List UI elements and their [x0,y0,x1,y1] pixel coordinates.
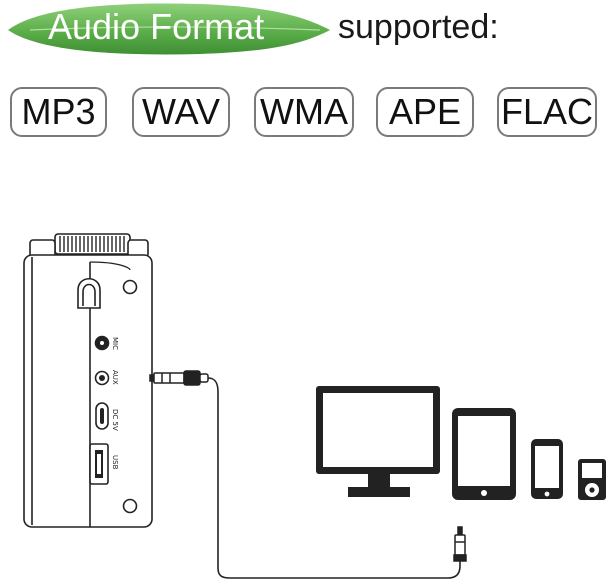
usb-port-icon [89,443,109,485]
port-label-usb: USB [111,455,119,470]
format-badge-flac: FLAC [497,87,597,137]
format-badge-wav: WAV [132,87,230,137]
screw-icon [122,279,138,295]
knob-icon [54,233,131,255]
aux-plug-icon [149,370,209,386]
port-labels: MIC AUX DC 5V USB [111,337,119,470]
port-label-dc: DC 5V [111,409,119,431]
header-title: Audio Format [48,6,265,47]
device-plug-icon [453,526,467,562]
port-label-aux: AUX [111,370,119,385]
radio-speaker [23,233,153,528]
tablet-icon [452,408,516,500]
monitor-icon [316,386,440,497]
header-subtitle: supported: [338,8,499,46]
format-badge-ape: APE [376,87,474,137]
screw-icon [122,498,138,514]
port-label-mic: MIC [111,337,119,350]
dc-port-icon [95,402,109,430]
mic-port-icon [94,335,110,351]
phone-icon [531,439,563,499]
aux-port-icon [94,370,110,386]
format-badge-mp3: MP3 [10,87,107,137]
aux-cable [207,377,461,579]
header-leaf-banner [8,3,330,55]
mp3-player-icon [578,459,606,500]
format-badge-wma: WMA [254,87,354,137]
format-badges: MP3 WAV WMA APE FLAC [0,87,616,145]
handle-icon [77,277,101,309]
